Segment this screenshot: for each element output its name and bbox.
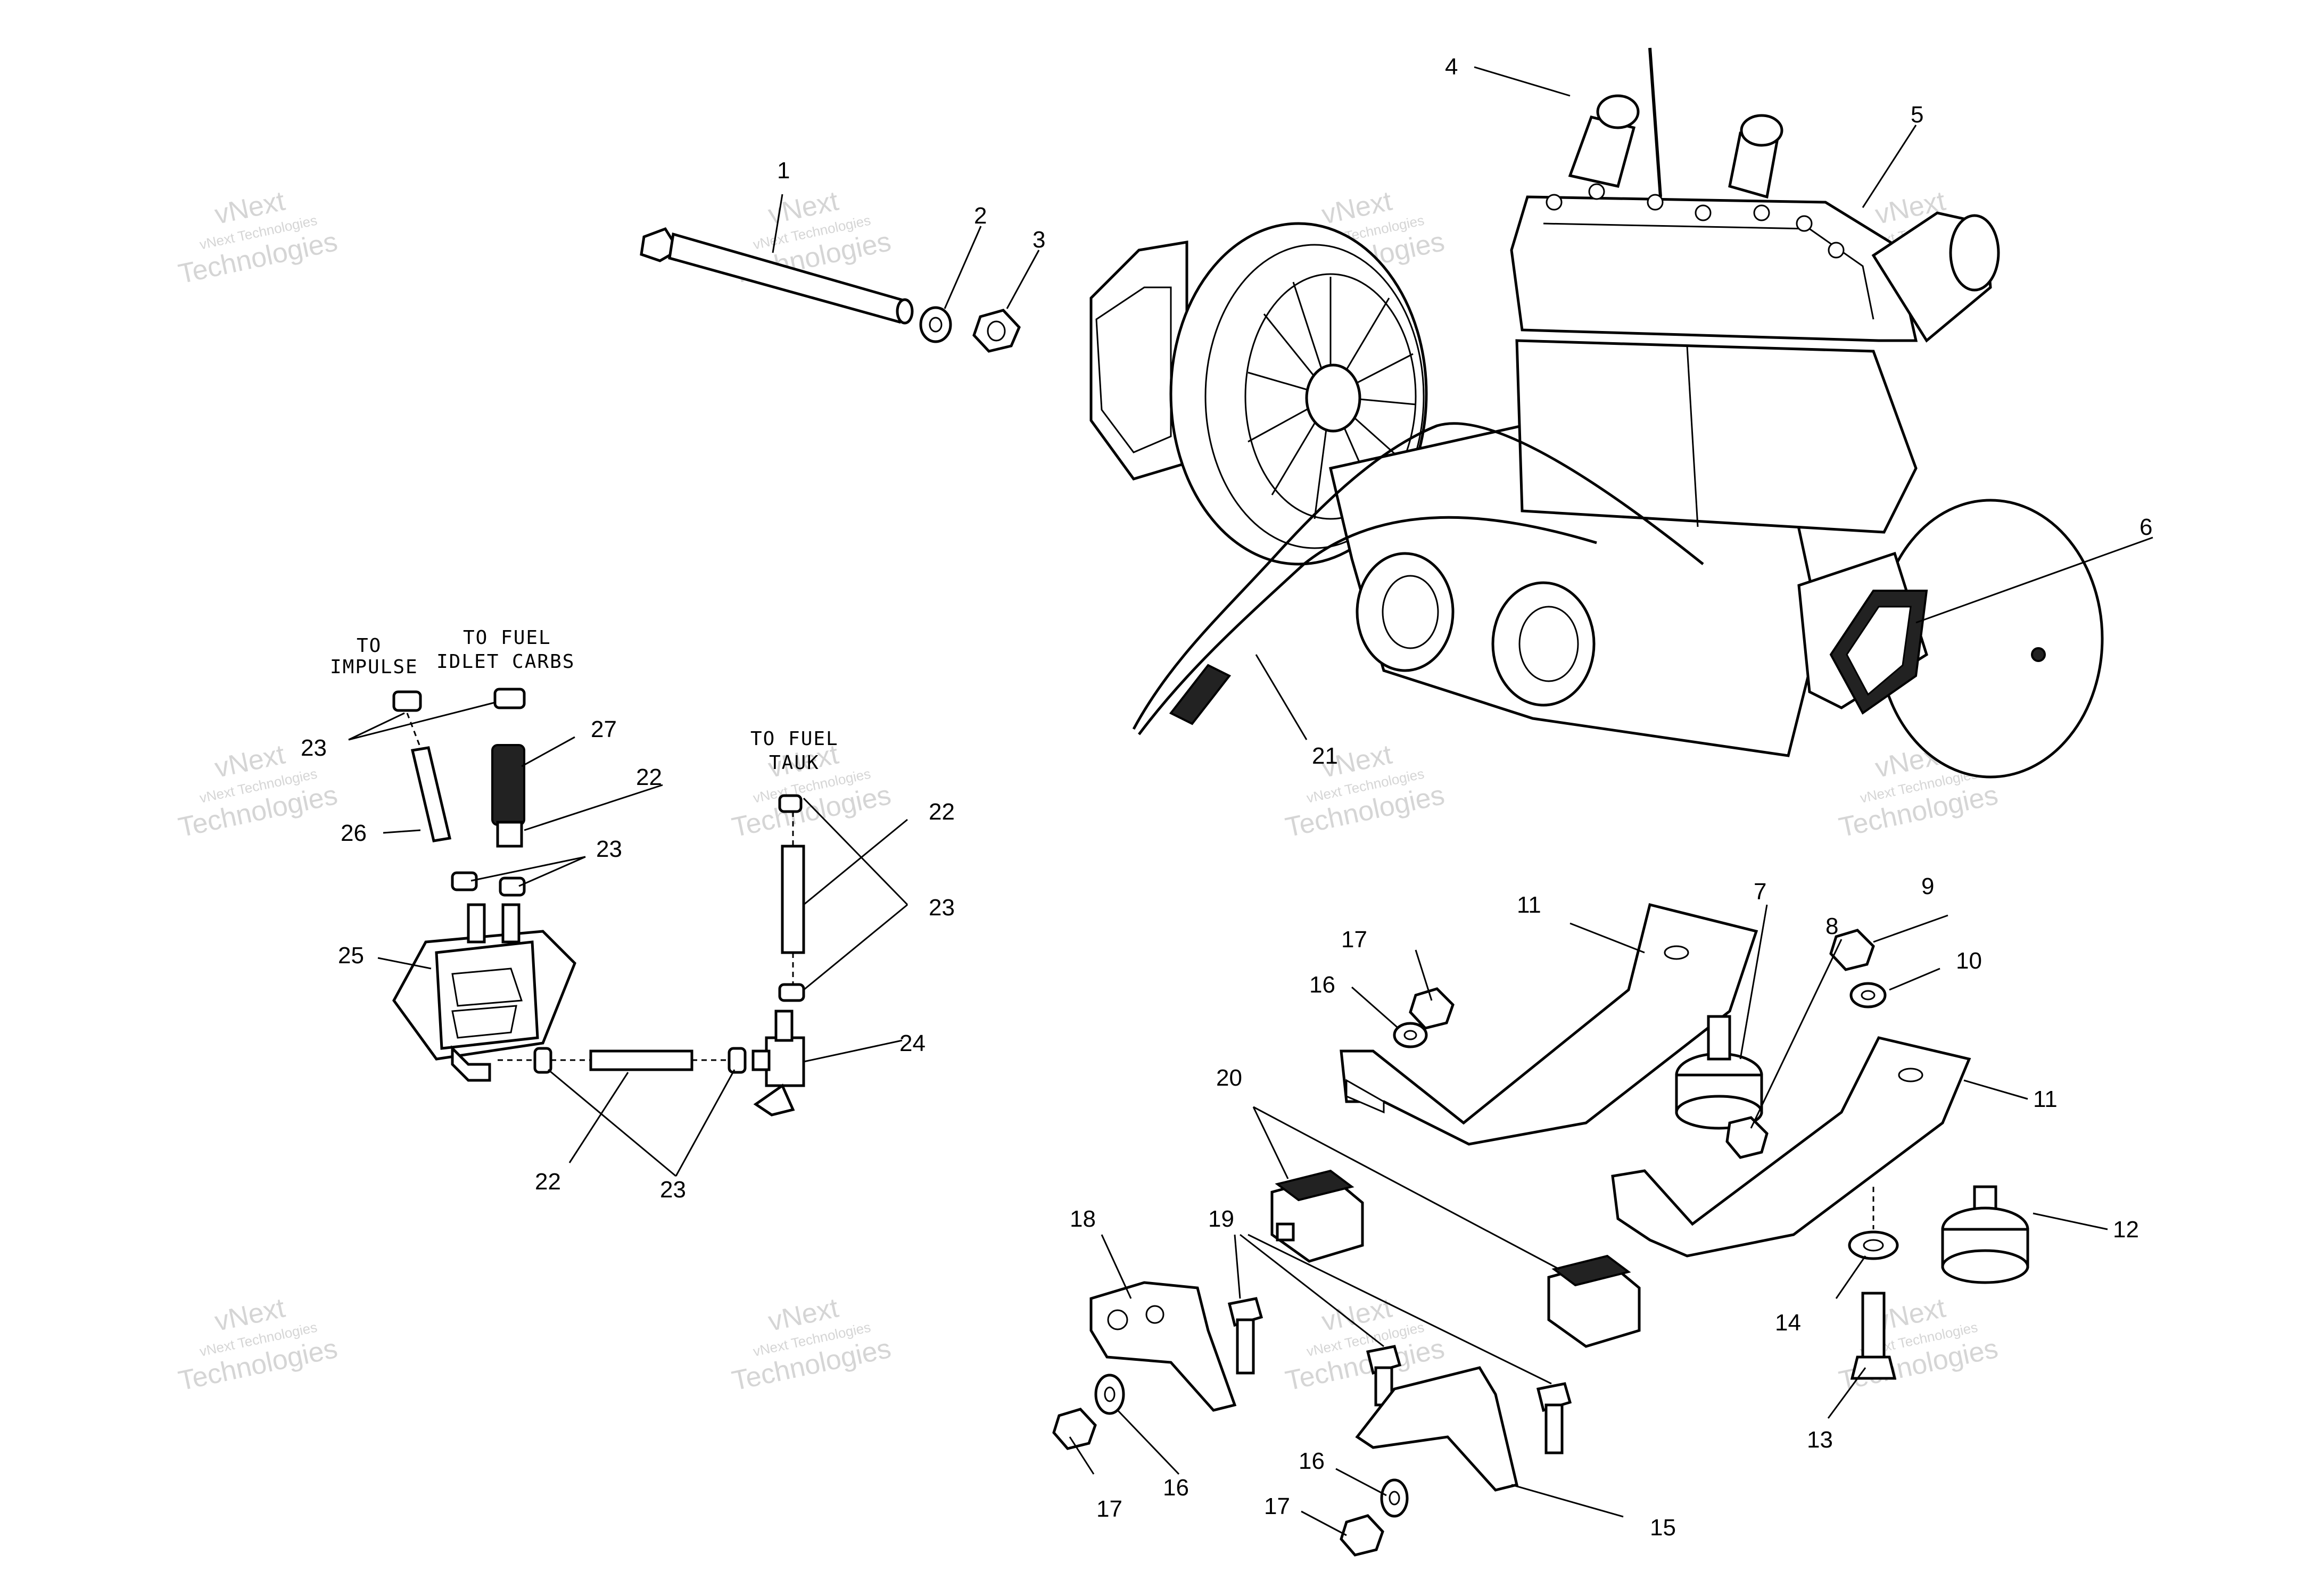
callout-27: 27 bbox=[591, 716, 617, 742]
callout-17-upper: 17 bbox=[1341, 927, 1367, 953]
nut-3 bbox=[972, 309, 1021, 353]
mount-bracket-11-upper bbox=[1340, 903, 1758, 1146]
watermark: vNext vNext Technologies Technologies bbox=[176, 186, 340, 290]
watermark: vNext vNext Technologies Technologies bbox=[729, 186, 894, 290]
callout-22-tank: 22 bbox=[929, 799, 955, 825]
callout-12: 12 bbox=[2113, 1217, 2139, 1243]
washer-16-left bbox=[1094, 1374, 1125, 1415]
callout-23-bottom: 23 bbox=[660, 1177, 686, 1203]
callout-1: 1 bbox=[777, 158, 790, 184]
note-to-impulse-line1: TO bbox=[357, 635, 382, 657]
bracket-15 bbox=[1355, 1366, 1518, 1492]
callout-22-bottom: 22 bbox=[535, 1169, 561, 1195]
washer-2 bbox=[919, 306, 952, 343]
hose-clamp-23-lower-right bbox=[728, 1047, 747, 1074]
callout-17-bottom: 17 bbox=[1264, 1493, 1290, 1519]
head-bolts bbox=[1546, 183, 1845, 259]
callout-16-left: 16 bbox=[1163, 1475, 1189, 1501]
washer-16-bottom bbox=[1380, 1478, 1409, 1518]
rubber-block-20-b bbox=[1547, 1254, 1641, 1348]
callout-labels: 1 2 3 4 5 6 21 7 8 9 10 11 11 12 14 13 1… bbox=[301, 54, 2152, 1541]
callout-22-carbs: 22 bbox=[636, 764, 662, 790]
fuel-shutoff-valve-24 bbox=[751, 1010, 805, 1117]
callout-25: 25 bbox=[338, 942, 364, 969]
hose-clamp-23-lower-left bbox=[533, 1047, 552, 1074]
callout-9: 9 bbox=[1921, 873, 1934, 899]
watermark: vNext vNext Technologies Technologies bbox=[1283, 1293, 1447, 1397]
bolt-13 bbox=[1850, 1292, 1897, 1380]
hose-clamp-23-impulse bbox=[392, 690, 422, 712]
callout-13: 13 bbox=[1807, 1427, 1833, 1453]
note-to-fuel-carbs-line1: TO FUEL bbox=[463, 627, 551, 649]
watermark: vNext vNext Technologies Technologies bbox=[1283, 739, 1447, 844]
callout-26: 26 bbox=[341, 820, 367, 846]
callout-16-bottom: 16 bbox=[1299, 1448, 1325, 1474]
watermark: vNext vNext Technologies Technologies bbox=[1836, 1293, 2001, 1397]
callout-17-left: 17 bbox=[1096, 1496, 1122, 1522]
callout-8: 8 bbox=[1825, 913, 1838, 939]
callout-23-pump: 23 bbox=[596, 836, 622, 862]
note-to-fuel-tank-line2: TAUK bbox=[769, 752, 820, 774]
note-to-fuel-carbs-line2: IDLET CARBS bbox=[436, 651, 575, 673]
washer-16-upper bbox=[1393, 1022, 1428, 1048]
callout-23-impulse: 23 bbox=[301, 735, 327, 761]
callout-5: 5 bbox=[1911, 102, 1923, 128]
hose-clamp-23-tank-top bbox=[778, 794, 803, 813]
callout-7: 7 bbox=[1754, 879, 1766, 905]
callout-23-tank: 23 bbox=[929, 895, 955, 921]
nut-8 bbox=[1725, 1116, 1769, 1159]
callout-24: 24 bbox=[899, 1030, 926, 1056]
fuel-pump-25 bbox=[392, 903, 576, 1082]
callout-15: 15 bbox=[1650, 1515, 1676, 1541]
callout-16-upper: 16 bbox=[1309, 972, 1335, 998]
callout-2: 2 bbox=[974, 203, 987, 229]
callout-4: 4 bbox=[1445, 54, 1458, 80]
callout-11-lower: 11 bbox=[2033, 1086, 2058, 1112]
hose-22-vertical bbox=[781, 812, 805, 985]
callout-3: 3 bbox=[1032, 227, 1045, 253]
hose-26 bbox=[406, 713, 452, 842]
leader-lines bbox=[348, 66, 2153, 1536]
callout-18: 18 bbox=[1070, 1206, 1096, 1232]
rubber-mount-12 bbox=[1941, 1185, 2029, 1284]
callout-19: 19 bbox=[1208, 1206, 1234, 1232]
bolt-19-c bbox=[1536, 1382, 1572, 1454]
note-to-fuel-tank-line1: TO FUEL bbox=[750, 728, 839, 750]
note-to-impulse-line2: IMPULSE bbox=[330, 656, 418, 678]
mount-bracket-11-lower bbox=[1611, 1036, 1971, 1258]
rubber-block-20-a bbox=[1270, 1169, 1364, 1263]
callout-21: 21 bbox=[1312, 743, 1338, 769]
hose-22-horizontal bbox=[498, 1049, 729, 1071]
nut-17-bottom bbox=[1340, 1514, 1384, 1557]
washer-10 bbox=[1849, 982, 1887, 1008]
hose-clamp-23-carbs bbox=[493, 688, 526, 709]
callout-20: 20 bbox=[1216, 1065, 1242, 1091]
rubber-mount-7 bbox=[1675, 1015, 1763, 1130]
bolt-19-b bbox=[1366, 1345, 1402, 1407]
hose-27 bbox=[491, 744, 525, 848]
watermark: vNext vNext Technologies Technologies bbox=[729, 1293, 894, 1397]
callout-11-upper: 11 bbox=[1517, 892, 1541, 918]
bracket-18 bbox=[1089, 1281, 1237, 1412]
callout-6: 6 bbox=[2139, 514, 2152, 540]
engine-assembly bbox=[1089, 47, 2104, 779]
nut-17-left bbox=[1052, 1408, 1097, 1450]
callout-10: 10 bbox=[1956, 948, 1982, 974]
callout-14: 14 bbox=[1775, 1310, 1801, 1336]
through-bolt bbox=[640, 227, 914, 325]
hose-clamp-23-pump-a bbox=[451, 871, 478, 891]
washer-14 bbox=[1848, 1187, 1899, 1260]
routing-notes: TO IMPULSE TO FUEL IDLET CARBS TO FUEL T… bbox=[330, 627, 839, 774]
hose-clamp-23-tank-bottom bbox=[778, 983, 805, 1002]
hose-clamp-23-pump-b bbox=[499, 876, 526, 897]
bolt-19-a bbox=[1227, 1297, 1263, 1375]
watermark: vNext vNext Technologies Technologies bbox=[176, 1293, 340, 1397]
nut-17-upper bbox=[1409, 987, 1455, 1030]
